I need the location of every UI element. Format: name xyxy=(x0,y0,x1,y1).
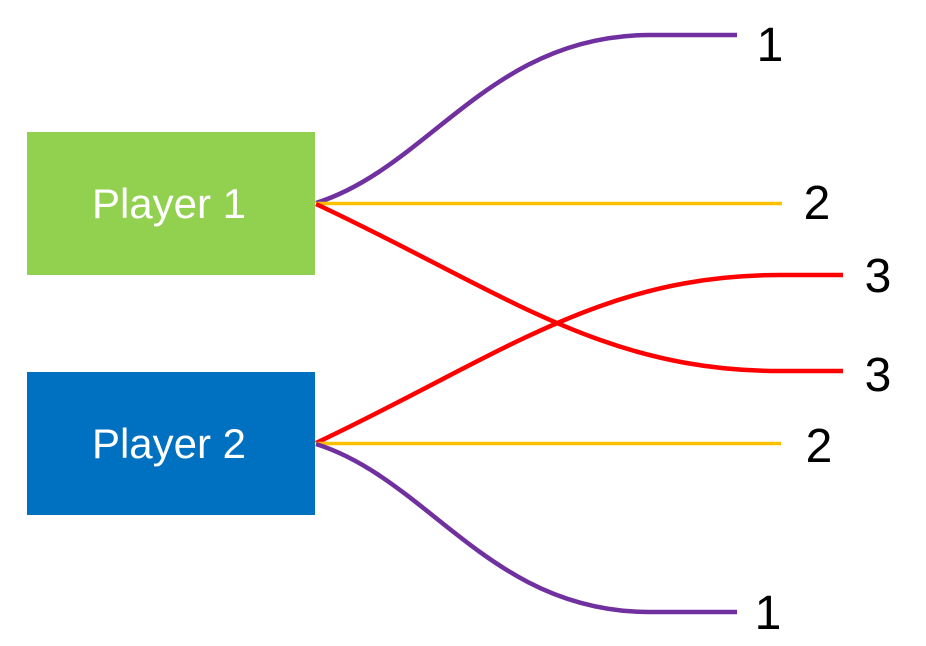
player1-box xyxy=(27,132,315,275)
rank-label-p1-3: 3 xyxy=(865,250,892,303)
player1-label: Player 1 xyxy=(92,180,246,227)
edge-player2-rank1 xyxy=(315,441,737,615)
rank-label-p2-3: 3 xyxy=(865,349,892,402)
edge-player1-rank3 xyxy=(315,201,843,374)
player2-box xyxy=(27,372,315,515)
edge-player1-rank1 xyxy=(315,32,737,206)
rank-label-p1-2: 2 xyxy=(804,177,831,230)
rank-label-p1-1: 1 xyxy=(757,19,784,72)
rank-label-p2-2: 2 xyxy=(806,420,833,473)
player2-label: Player 2 xyxy=(92,420,246,467)
edge-player2-rank3 xyxy=(315,272,843,446)
rank-label-p2-1: 1 xyxy=(755,587,782,640)
